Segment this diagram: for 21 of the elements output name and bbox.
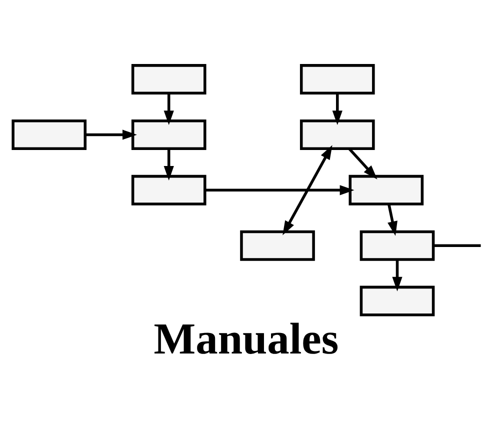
- arrow: [388, 204, 398, 236]
- node-box: [131, 174, 206, 206]
- arrow: [392, 260, 402, 292]
- arrow: [164, 93, 174, 126]
- node-box: [131, 120, 206, 150]
- arrow: [332, 93, 342, 126]
- arrow: [348, 148, 378, 180]
- node-box: [12, 120, 87, 150]
- node-box: [360, 230, 435, 261]
- arrow: [86, 130, 137, 140]
- node-box: [360, 286, 435, 316]
- arrow: [204, 185, 354, 196]
- arrow: [164, 148, 174, 180]
- node-box: [131, 64, 206, 95]
- node-box: [240, 230, 315, 261]
- node-box: [300, 120, 375, 150]
- caption: Manuales: [154, 314, 339, 364]
- node-box: [300, 64, 375, 95]
- node-box: [348, 174, 424, 206]
- arrow: [282, 145, 332, 236]
- connector: [433, 244, 481, 247]
